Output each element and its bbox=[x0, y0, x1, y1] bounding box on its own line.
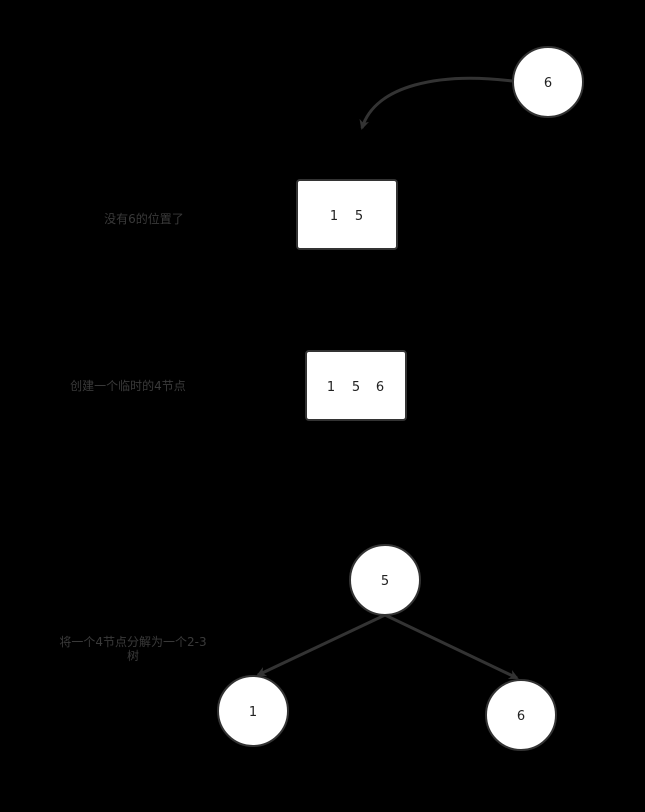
step3-caption: 将一个4节点分解为一个2-3 树 bbox=[48, 635, 218, 663]
incoming-node bbox=[512, 46, 584, 118]
tree-right-node bbox=[485, 679, 557, 751]
tree-root-label: 5 bbox=[381, 574, 389, 589]
temp-4-node-key-2: 5 bbox=[352, 380, 360, 395]
step1-caption: 没有6的位置了 bbox=[104, 212, 184, 226]
tree-left-node bbox=[217, 675, 289, 747]
incoming-node-label: 6 bbox=[544, 76, 552, 91]
edge-root-right bbox=[384, 613, 519, 680]
temp-4-node bbox=[305, 350, 407, 421]
tree-root-node bbox=[349, 544, 421, 616]
temp-4-node-key-3: 6 bbox=[376, 380, 384, 395]
step2-caption: 创建一个临时的4节点 bbox=[70, 379, 186, 393]
step3-caption-line1: 将一个4节点分解为一个2-3 bbox=[59, 635, 207, 649]
insert-arrow bbox=[359, 76, 513, 130]
step3-caption-line2: 树 bbox=[126, 649, 139, 663]
node-1-5-key-1: 1 bbox=[330, 209, 338, 224]
tree-left-label: 1 bbox=[249, 705, 257, 720]
node-1-5 bbox=[296, 179, 398, 250]
node-1-5-key-2: 5 bbox=[355, 209, 363, 224]
temp-4-node-key-1: 1 bbox=[327, 380, 335, 395]
edge-root-left bbox=[256, 613, 386, 677]
tree-right-label: 6 bbox=[517, 709, 525, 724]
